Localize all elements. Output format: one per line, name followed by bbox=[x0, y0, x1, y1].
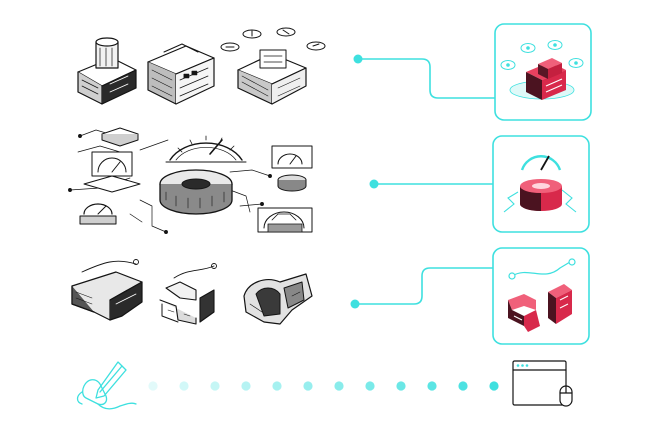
workflow-dot bbox=[334, 381, 344, 391]
split-ring-icon bbox=[508, 284, 572, 332]
sketch-big-gauge bbox=[165, 135, 247, 163]
sketch-split-ring bbox=[159, 263, 217, 325]
workflow-dot bbox=[458, 381, 468, 391]
workflow-dot bbox=[427, 381, 437, 391]
connector-dot-row-1 bbox=[353, 54, 363, 64]
workflow-dot bbox=[241, 381, 251, 391]
connector-dots bbox=[350, 54, 379, 309]
browser-window-mouse-icon bbox=[512, 360, 573, 407]
workflow-dot bbox=[179, 381, 189, 391]
workflow-dot bbox=[148, 381, 158, 391]
gauge-icon-card bbox=[492, 135, 590, 233]
shape-icon-card bbox=[492, 247, 590, 345]
gauge-base-icon bbox=[520, 179, 562, 211]
connector-dot-row-3 bbox=[350, 299, 360, 309]
sketch-small-gauge-left bbox=[83, 127, 141, 193]
sketch-abstract-shape bbox=[243, 273, 313, 325]
sketch-building-2 bbox=[147, 43, 215, 105]
connector-row-3 bbox=[355, 267, 493, 305]
building-icon bbox=[526, 58, 566, 100]
sketch-building-1 bbox=[77, 37, 137, 105]
workflow-dot bbox=[489, 381, 499, 391]
workflow-dot bbox=[303, 381, 313, 391]
connector-lines bbox=[355, 58, 497, 305]
shape-sketches bbox=[71, 259, 313, 325]
building-icon-card bbox=[494, 23, 592, 121]
connector-dot-row-2 bbox=[369, 179, 379, 189]
sketch-right-gauges bbox=[257, 145, 313, 233]
workflow-dot bbox=[210, 381, 220, 391]
sketch-torus bbox=[159, 169, 233, 215]
connector-row-1 bbox=[358, 58, 497, 99]
gauge-needle bbox=[540, 155, 550, 171]
workflow-dot bbox=[272, 381, 282, 391]
sketch-wave-building bbox=[71, 259, 143, 321]
workflow-dot bbox=[365, 381, 375, 391]
workflow-dots bbox=[148, 381, 499, 391]
sketch-small-gauge-bottom bbox=[79, 203, 117, 225]
workflow-dot bbox=[396, 381, 406, 391]
gauge-sketches bbox=[68, 127, 313, 234]
sketch-building-3 bbox=[220, 27, 326, 105]
building-sketches bbox=[77, 27, 326, 105]
hand-drawing-pen-icon bbox=[76, 361, 137, 410]
